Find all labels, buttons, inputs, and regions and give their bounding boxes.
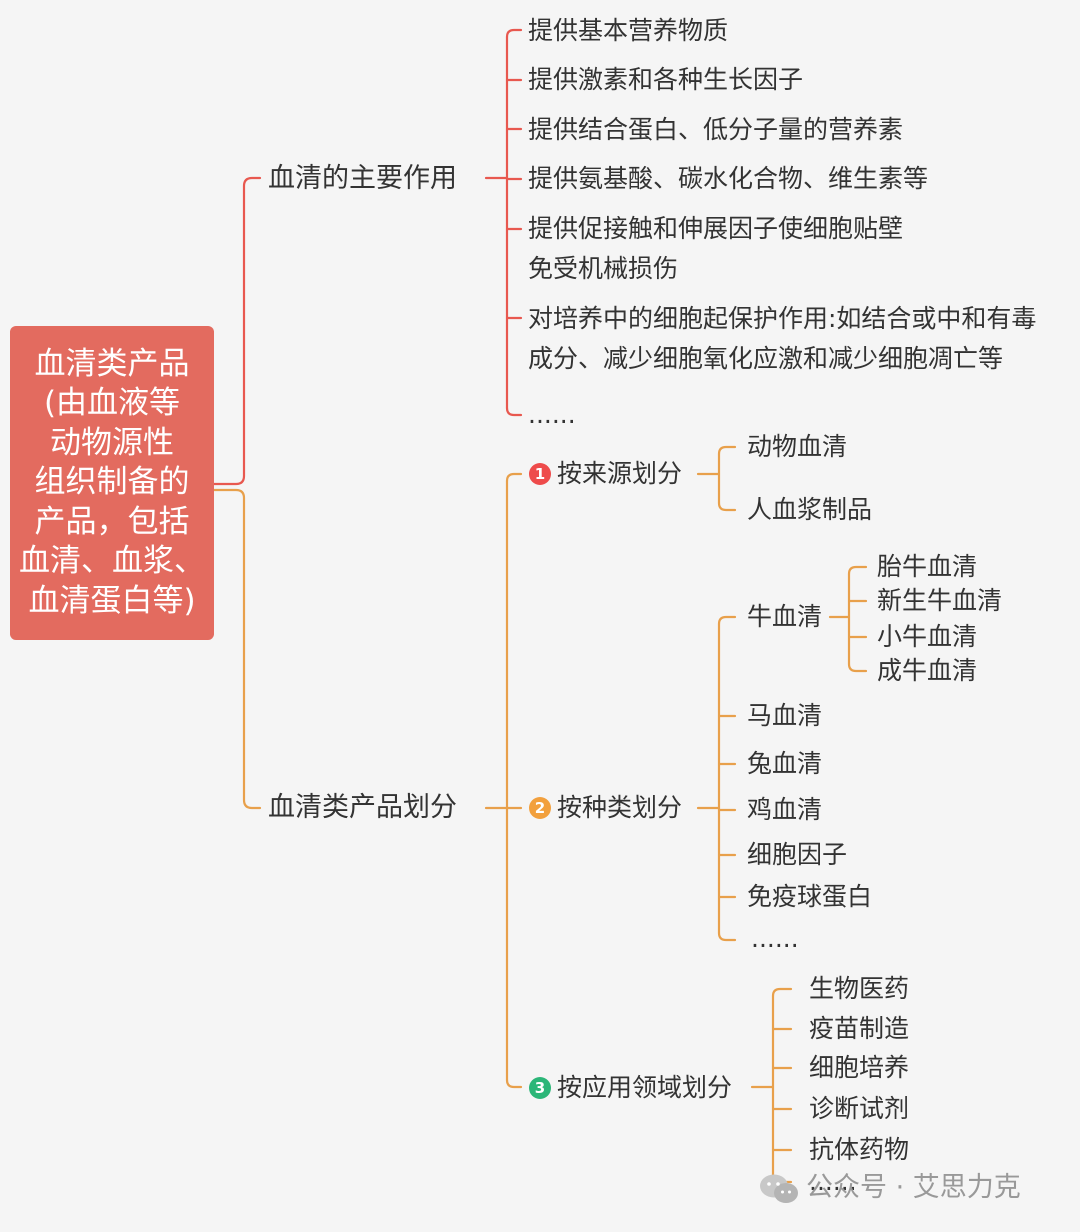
- species-item: 细胞因子: [747, 840, 848, 869]
- role-item: 提供结合蛋白、低分子量的营养素: [528, 115, 904, 144]
- application-item: 细胞培养: [809, 1053, 910, 1082]
- bovine-bracket-tick: [847, 662, 868, 673]
- root-to-roles-line: [212, 176, 262, 486]
- roles-title: 血清的主要作用: [268, 163, 457, 194]
- application-bracket-tick: [771, 987, 793, 998]
- role-item: 提供基本营养物质: [528, 16, 729, 45]
- application-item: 诊断试剂: [809, 1094, 910, 1123]
- roles-bracket-tick: [505, 406, 523, 417]
- by-source-title: 按来源划分: [557, 459, 683, 488]
- source-bracket-tick: [717, 501, 737, 512]
- badge-2-icon: 2: [529, 797, 551, 819]
- root-line: 动物源性: [50, 424, 174, 461]
- species-item: 兔血清: [747, 749, 823, 778]
- root-line: (由血液等: [43, 385, 181, 422]
- root-line: 产品，包括: [34, 503, 190, 540]
- application-item: 生物医药: [809, 974, 910, 1003]
- classification-bracket-tick: [505, 472, 523, 483]
- root-line: 血清蛋白等): [28, 582, 196, 619]
- species-bracket-tick: [717, 615, 737, 626]
- root-line: 组织制备的: [34, 464, 190, 501]
- species-item-ellipsis: ......: [751, 924, 799, 953]
- role-item: 提供促接触和伸展因子使细胞贴壁: [528, 214, 904, 243]
- bovine-item: 新生牛血清: [877, 586, 1003, 615]
- wechat-icon: [760, 1174, 798, 1203]
- bovine-title: 牛血清: [747, 602, 823, 631]
- roles-bracket-tick: [505, 28, 523, 39]
- source-bracket-tick: [717, 445, 737, 456]
- watermark-text: 公众号 · 艾思力克: [806, 1172, 1021, 1203]
- badge-1-icon: 1: [529, 463, 551, 485]
- bovine-item: 胎牛血清: [877, 552, 978, 581]
- bovine-item: 小牛血清: [877, 622, 978, 651]
- source-item: 人血浆制品: [747, 495, 873, 524]
- classification-title: 血清类产品划分: [268, 792, 457, 823]
- role-item: 对培养中的细胞起保护作用:如结合或中和有毒: [528, 304, 1037, 333]
- root-line: 血清、血浆、: [19, 543, 205, 580]
- species-item: 马血清: [747, 701, 823, 730]
- classification-bracket-tick: [505, 1078, 523, 1089]
- application-item-ellipsis: ......: [809, 1167, 857, 1196]
- by-application-title: 按应用领域划分: [557, 1073, 733, 1102]
- species-item: 免疫球蛋白: [747, 882, 873, 911]
- by-species-title: 按种类划分: [557, 793, 683, 822]
- role-item-cont: 成分、减少细胞氧化应激和减少细胞凋亡等: [528, 344, 1004, 373]
- role-item-cont: 免受机械损伤: [528, 254, 679, 283]
- application-item: 抗体药物: [809, 1135, 910, 1164]
- role-item: 提供氨基酸、碳水化合物、维生素等: [528, 164, 929, 193]
- bovine-item: 成牛血清: [877, 656, 978, 685]
- application-item: 疫苗制造: [809, 1014, 910, 1043]
- bovine-bracket-tick: [847, 565, 868, 576]
- root-to-classification-line: [212, 488, 262, 810]
- species-bracket-tick: [717, 931, 737, 942]
- badge-3-icon: 3: [529, 1077, 551, 1099]
- role-item: 提供激素和各种生长因子: [528, 65, 804, 94]
- species-item: 鸡血清: [747, 795, 823, 824]
- source-item: 动物血清: [747, 432, 848, 461]
- role-item-ellipsis: ......: [528, 400, 576, 429]
- root-node: 血清类产品 (由血液等 动物源性 组织制备的 产品，包括 血清、血浆、 血清蛋白…: [10, 326, 214, 640]
- root-line: 血清类产品: [34, 345, 190, 382]
